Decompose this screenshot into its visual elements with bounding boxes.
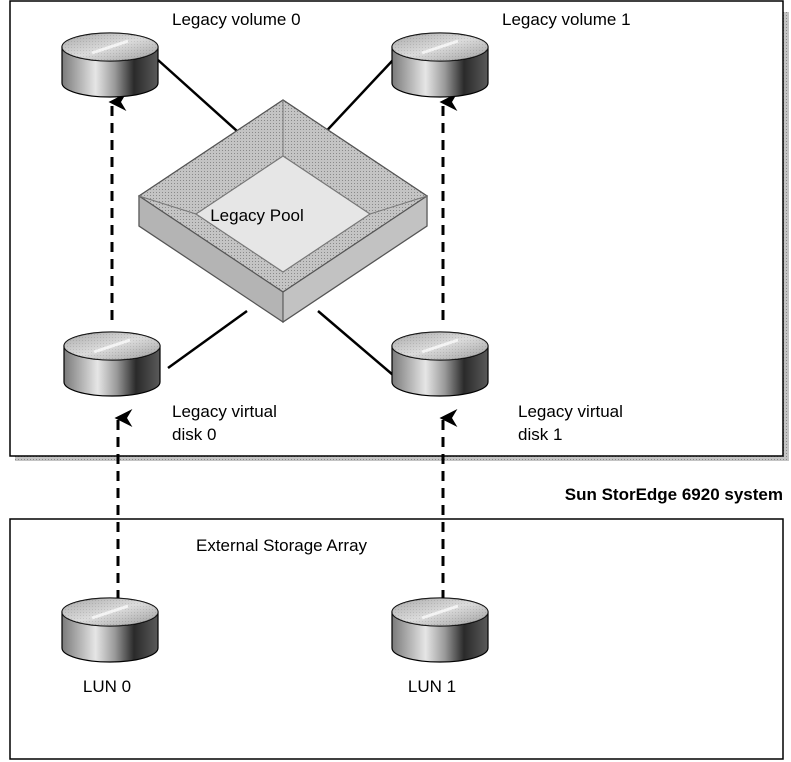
connector-vdisk0-pool xyxy=(167,309,248,370)
vdisk-0-label-line1: Legacy virtual xyxy=(172,402,277,421)
lun-0-label: LUN 0 xyxy=(83,677,131,696)
lun-0-disk-icon xyxy=(60,596,160,664)
legacy-volume-0-disk-icon xyxy=(60,31,160,99)
vdisk-0-label-line2: disk 0 xyxy=(172,425,216,444)
pool-label: Legacy Pool xyxy=(210,206,304,225)
lun-1-label: LUN 1 xyxy=(408,677,456,696)
legacy-virtual-disk-1-icon xyxy=(390,330,490,398)
legacy-virtual-disk-0-icon xyxy=(62,330,162,398)
lun-1-disk-icon xyxy=(390,596,490,664)
connector-vol0-pool xyxy=(157,59,248,141)
vdisk-1-label-line1: Legacy virtual xyxy=(518,402,623,421)
volume-0-label: Legacy volume 0 xyxy=(172,10,301,29)
volume-1-label: Legacy volume 1 xyxy=(502,10,631,29)
system-label: Sun StorEdge 6920 system xyxy=(565,485,783,504)
legacy-volume-1-disk-icon xyxy=(390,31,490,99)
connector-vdisk1-pool xyxy=(317,310,394,376)
legacy-pool-shape xyxy=(137,99,429,324)
connector-vol1-pool xyxy=(317,59,394,141)
external-array-label: External Storage Array xyxy=(196,536,368,555)
vdisk-1-label-line2: disk 1 xyxy=(518,425,562,444)
